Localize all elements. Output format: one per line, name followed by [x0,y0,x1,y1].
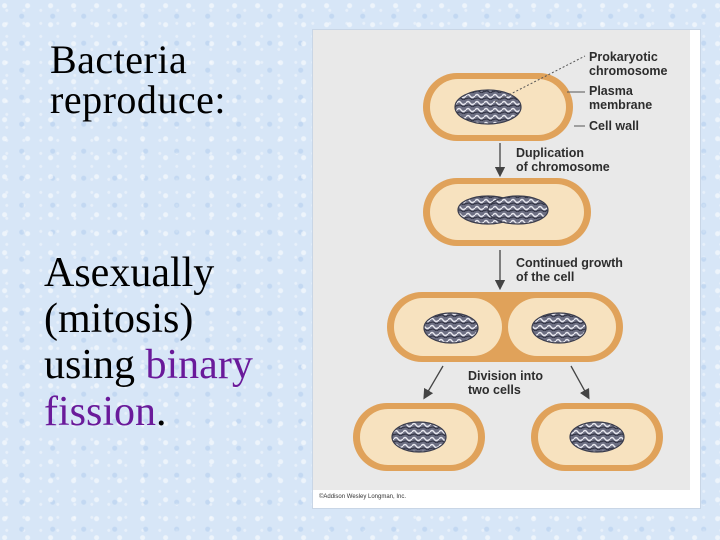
cell-duplicated [423,178,591,246]
fission-diagram: Prokaryotic chromosome Plasma membrane C… [319,50,668,500]
label-prokaryotic-2: chromosome [589,64,668,78]
cell-dividing [387,292,623,362]
chromosome-icon [454,89,522,125]
label-pointers [494,55,586,127]
highlight-binary: binary [145,342,253,389]
daughter-cell-right [531,403,663,471]
daughter-cell-left [353,403,485,471]
label-division-1: Division into [468,369,543,383]
arrow-division-right-icon [570,365,590,400]
slide-title: Bacteria reproduce: [50,40,226,120]
body-line-1: Asexually [44,250,215,296]
label-prokaryotic-1: Prokaryotic [589,50,658,64]
binary-fission-figure: Prokaryotic chromosome Plasma membrane C… [313,30,700,508]
highlight-fission: fission [44,388,157,435]
label-division-2: two cells [468,383,521,397]
label-duplication-1: Duplication [516,146,584,160]
body-line-3: using binary [44,342,253,388]
arrow-division-left-icon [423,365,444,400]
cell-original [423,73,573,141]
chromosome-right-icon [531,312,587,344]
figure-credit: ©Addison Wesley Longman, Inc. [319,493,406,500]
label-plasma-1: Plasma [589,84,634,98]
label-cell-wall: Cell wall [589,119,639,133]
chromosome-daughter-left-icon [391,421,447,453]
period: . [156,388,167,435]
chromosome-daughter-right-icon [569,421,625,453]
body-line-3-text: using [44,342,146,389]
label-growth-2: of the cell [516,270,574,284]
title-line-1: Bacteria [50,37,188,82]
label-duplication-2: of chromosome [516,160,610,174]
label-plasma-2: membrane [589,98,652,112]
label-growth-1: Continued growth [516,256,623,270]
chromosome-copy-2-icon [487,195,549,225]
slide-body: Asexually (mitosis) using binary fission… [44,250,253,435]
title-line-2: reproduce: [50,77,227,122]
body-line-4: fission. [44,389,253,435]
body-line-2: (mitosis) [44,296,194,343]
chromosome-left-icon [423,312,479,344]
